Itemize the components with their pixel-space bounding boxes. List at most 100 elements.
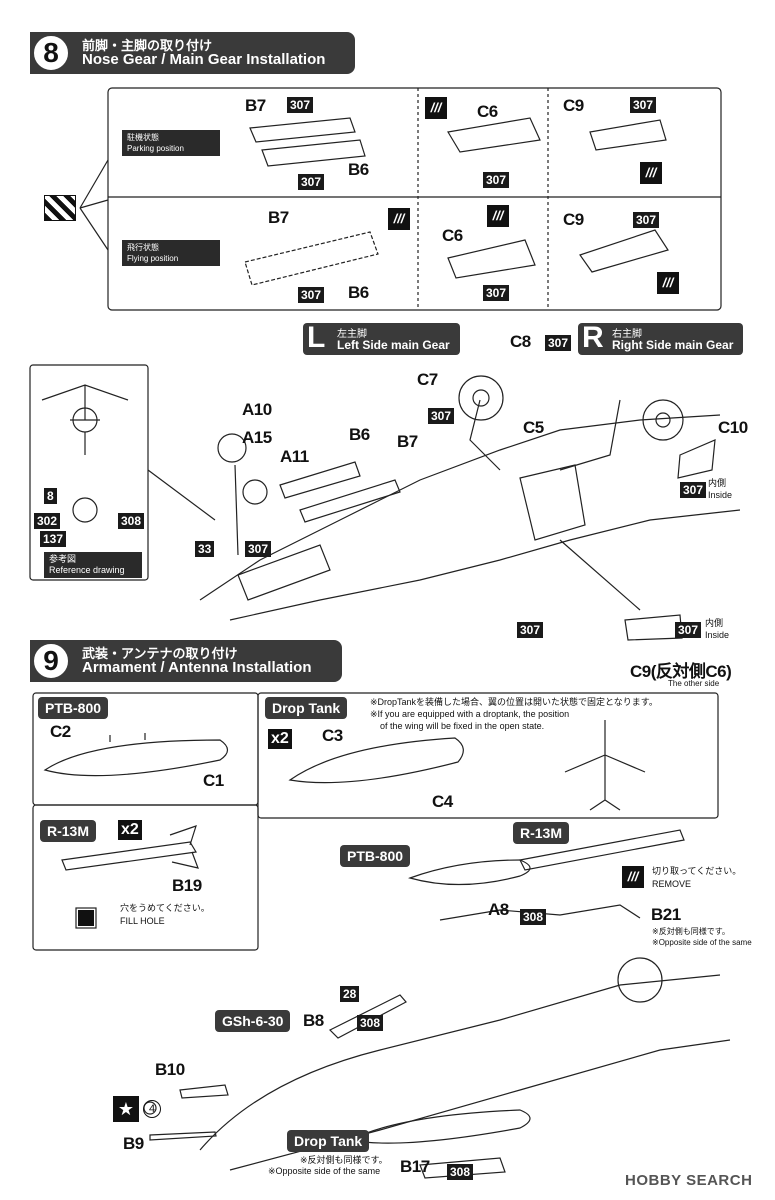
- part-307-a: 307: [287, 97, 314, 113]
- star-icon: ★: [113, 1096, 139, 1122]
- fill-hole-jp: 穴をうめてください。: [120, 903, 210, 913]
- drop-tank-tag: Drop Tank: [265, 697, 348, 719]
- part-b6-parking: B6: [348, 160, 369, 179]
- part-308-a8: 308: [520, 909, 547, 925]
- part-302: 302: [34, 513, 61, 529]
- part-c6-flying: C6: [442, 226, 463, 245]
- right-gear-en: Right Side main Gear: [612, 338, 734, 352]
- part-c3: C3: [322, 726, 343, 745]
- part-8: 8: [44, 488, 57, 504]
- part-308-ref: 308: [118, 513, 145, 529]
- part-307-g: 307: [633, 212, 660, 228]
- remove-icon: ///: [487, 205, 509, 227]
- part-a8: A8: [488, 900, 509, 919]
- part-307-c: 307: [483, 172, 510, 188]
- part-c9-parking: C9: [563, 96, 584, 115]
- part-4: 4: [143, 1100, 161, 1118]
- part-a15: A15: [242, 428, 272, 447]
- part-307-h: 307: [545, 335, 572, 351]
- remove-icon: ///: [425, 97, 447, 119]
- part-307-m: 307: [675, 622, 702, 638]
- part-307-e: 307: [298, 287, 325, 303]
- part-c2: C2: [50, 722, 71, 741]
- opposite-en-b17: ※Opposite side of the same: [268, 1166, 381, 1176]
- remove-jp: 切り取ってください。: [652, 866, 742, 876]
- left-gear-letter: L: [307, 321, 326, 354]
- part-308-b8: 308: [357, 1015, 384, 1031]
- r13m-tag-main: R-13M: [513, 822, 570, 844]
- part-c10: C10: [718, 418, 748, 437]
- part-137: 137: [40, 531, 67, 547]
- parking-en: Parking position: [127, 144, 184, 153]
- step9-header: 9 武装・アンテナの取り付け Armament / Antenna Instal…: [30, 640, 342, 682]
- remove-icon: ///: [640, 162, 662, 184]
- inside-jp-c9: 内側: [705, 618, 724, 628]
- parking-position-tag: 駐機状態 Parking position: [122, 130, 220, 156]
- part-b17: B17: [400, 1157, 430, 1176]
- remove-icon: ///: [388, 208, 410, 230]
- left-gear-header: L 左主脚 Left Side main Gear: [303, 321, 460, 355]
- part-c9-flying: C9: [563, 210, 584, 229]
- flying-position-tag: 飛行状態 Flying position: [122, 240, 220, 266]
- part-c6-parking: C6: [477, 102, 498, 121]
- part-28: 28: [340, 986, 360, 1002]
- inside-en-c10: Inside: [708, 490, 733, 500]
- part-c7: C7: [417, 370, 438, 389]
- other-side-en: The other side: [668, 679, 720, 688]
- right-gear-letter: R: [582, 321, 604, 354]
- inside-jp-c10: 内側: [708, 478, 727, 488]
- opposite-en-b21: ※Opposite side of the same: [652, 938, 752, 947]
- remove-icon: ///: [657, 272, 679, 294]
- part-307-f: 307: [483, 285, 510, 301]
- part-b6-main: B6: [349, 425, 370, 444]
- part-307-d: 307: [630, 97, 657, 113]
- part-b8: B8: [303, 1011, 324, 1030]
- inside-en-c9: Inside: [705, 630, 730, 640]
- part-c1: C1: [203, 771, 224, 790]
- remove-icon: ///: [622, 866, 644, 888]
- part-307-b: 307: [298, 174, 325, 190]
- opposite-jp-b21: ※反対側も同様です。: [652, 927, 730, 936]
- flying-en: Flying position: [127, 254, 179, 263]
- drop-tank-note-en1: ※If you are equipped with a droptank, th…: [370, 709, 570, 719]
- r13m-tag-left: R-13M: [40, 820, 97, 842]
- x2-badge-missile: x2: [118, 820, 142, 840]
- ptb800-tag: PTB-800: [38, 697, 109, 719]
- part-307-k: 307: [245, 541, 272, 557]
- step8-title-en: Nose Gear / Main Gear Installation: [82, 51, 326, 68]
- part-b7-flying: B7: [268, 208, 289, 227]
- reference-en: Reference drawing: [49, 565, 125, 575]
- right-gear-header: R 右主脚 Right Side main Gear: [578, 321, 743, 355]
- reference-jp: 参考図: [49, 554, 77, 564]
- checkered-flag-icon: [44, 195, 76, 221]
- part-b7-main: B7: [397, 432, 418, 451]
- part-b6-flying: B6: [348, 283, 369, 302]
- part-c9-other-side: C9(反対側C6): [630, 662, 732, 681]
- part-b9: B9: [123, 1134, 144, 1153]
- part-c5: C5: [523, 418, 544, 437]
- step9-title-jp: 武装・アンテナの取り付け: [82, 646, 238, 661]
- parking-jp: 駐機状態: [127, 133, 159, 142]
- remove-en: REMOVE: [652, 879, 692, 889]
- ptb800-tag-main: PTB-800: [340, 845, 411, 867]
- step9-number: 9: [30, 640, 72, 682]
- drop-tank-note-jp: ※DropTankを装備した場合、翼の位置は開いた状態で固定となります。: [370, 697, 658, 707]
- gsh-tag: GSh-6-30: [215, 1010, 291, 1032]
- part-308-b17: 308: [447, 1164, 474, 1180]
- part-a10: A10: [242, 400, 272, 419]
- drop-tank-tag-main: Drop Tank: [287, 1130, 370, 1152]
- flying-jp: 飛行状態: [127, 243, 159, 252]
- part-b10: B10: [155, 1060, 185, 1079]
- part-b19: B19: [172, 876, 202, 895]
- step8-number: 8: [30, 32, 72, 74]
- x2-badge-tank: x2: [268, 729, 292, 749]
- fill-hole-icon: [78, 910, 94, 926]
- part-33: 33: [195, 541, 215, 557]
- opposite-jp-b17: ※反対側も同様です。: [300, 1155, 388, 1165]
- step8-header: 8 前脚・主脚の取り付け Nose Gear / Main Gear Insta…: [30, 32, 355, 74]
- step8-title-jp: 前脚・主脚の取り付け: [82, 38, 213, 53]
- fill-hole-en: FILL HOLE: [120, 916, 165, 926]
- right-gear-jp: 右主脚: [612, 329, 642, 340]
- part-307-l: 307: [517, 622, 544, 638]
- part-c4: C4: [432, 792, 453, 811]
